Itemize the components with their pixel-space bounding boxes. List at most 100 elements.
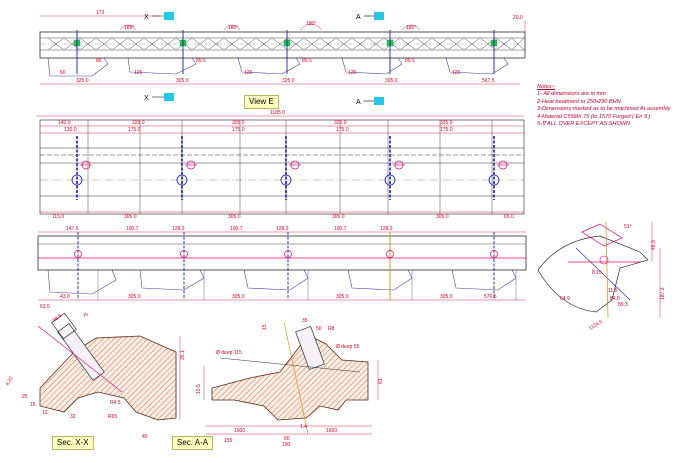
dim-text: 180° (406, 25, 416, 31)
bolt (71, 136, 92, 200)
dim-text: 84.0 (610, 296, 620, 302)
side-detail-outline (537, 235, 649, 313)
dim-text: 175.0 (336, 127, 349, 133)
dim-text: 15 (262, 324, 268, 330)
dim-text: 25 (22, 394, 28, 400)
section-aa-axis (283, 321, 309, 435)
top-view-outline (39, 31, 526, 59)
dim-text: Ø deep 115 (216, 350, 242, 356)
section-aa-hatched-body (211, 335, 369, 421)
side-detail-axis (575, 247, 631, 301)
dim-text: 46.3 (651, 240, 657, 250)
lug-outline (243, 269, 309, 291)
dim-text: 189° (124, 25, 134, 31)
dim-text: 8.15 (592, 270, 602, 276)
dim-text: 305.0 (232, 120, 245, 126)
dim-text: 305.0 (336, 294, 349, 300)
top-view-pins (76, 30, 495, 74)
lug-outline (47, 269, 117, 295)
dim-text: 12 (42, 410, 48, 416)
dim-text: 43.0 (60, 294, 70, 300)
dim-text: 63.5 (40, 304, 50, 310)
dim-text: 125 (348, 70, 357, 76)
dim-text: 125 (452, 70, 461, 76)
dim-text: 305.0 (436, 214, 449, 220)
svg-text:X: X (144, 95, 149, 102)
section-xx-axis (37, 325, 123, 393)
angle-arc (223, 24, 241, 31)
dim-text: 305.0 (440, 294, 453, 300)
section-marker-a-mid: A (356, 97, 384, 106)
pin (490, 232, 498, 300)
dim-text: 190 (282, 442, 291, 448)
dim-text: 325.0 (132, 120, 145, 126)
dim-text: 10.5 (196, 384, 202, 394)
dim-text: 305.0 (124, 214, 137, 220)
angle-arc (119, 24, 137, 31)
notes-title: Notes:- (537, 84, 556, 90)
lug-outline (139, 269, 205, 291)
side-detail-orange-axis (605, 221, 609, 319)
dim-text: 125 (244, 70, 253, 76)
note-item: 4-Material C55Mn 75 (to 1570 Forged ( En… (537, 113, 651, 120)
dim-text: 40 (142, 434, 148, 440)
dim-text: 175.0 (232, 127, 245, 133)
dim-text: 128.3 (380, 226, 393, 232)
dim-text: 305.0 (228, 214, 241, 220)
dim-text: 11.5 (608, 288, 618, 294)
section-xx: 35.1 88.5 75 R65 4.20 25 15 12 32 40 R4.… (5, 311, 186, 440)
dim-text: 305.0 (332, 214, 345, 220)
dim-text: 1.4 (300, 424, 307, 430)
dim-text: 86 (96, 58, 102, 64)
dim-text: R65 (108, 414, 117, 420)
note-item: 2-Heat treatment to 250•290 BHN (537, 98, 621, 105)
dim-text: R4.5 (110, 400, 121, 406)
dim-text: 305.0 (128, 294, 141, 300)
view-e-bolts (71, 136, 509, 200)
dim-text: 175.0 (128, 127, 141, 133)
note-item: 3-Dimensions marked as to be machined At… (537, 106, 671, 113)
dim-text: 180° (228, 25, 238, 31)
section-aa-bore-line (219, 357, 361, 373)
dim-text: R8 (328, 326, 335, 332)
section-marker-a-top: A (356, 12, 384, 21)
dim-text: 325.0 (440, 120, 453, 126)
dim-text: 190.7 (126, 226, 139, 232)
bolt (176, 136, 197, 200)
notes-block: Notes:- 1- All dimensions are in mm 2-He… (537, 84, 677, 128)
side-detail: 46.3 187.3 1124.5 11.5 84.0 89.3 64.9 8.… (537, 221, 666, 332)
lug-outline (341, 57, 403, 75)
front-view-outline (37, 235, 527, 271)
dim-text: 190.7 (230, 226, 243, 232)
dim-text: 125 (134, 70, 143, 76)
top-view-dim-lines (40, 15, 526, 85)
bolt (488, 136, 509, 200)
front-view: 147.5 190.7 128.3 190.7 128.3 190.7 128.… (37, 226, 527, 310)
front-view-lugs (47, 269, 517, 295)
section-arrow-icon (374, 12, 384, 20)
view-e: X A (36, 93, 525, 220)
dim-text: 35.1 (180, 350, 186, 360)
view-e-divisions (87, 120, 493, 214)
top-view-lattice-b (47, 37, 525, 51)
pin (386, 232, 394, 300)
front-view-divisions (97, 270, 517, 300)
section-xx-hatched-body (39, 335, 177, 421)
dim-text: 187.3 (660, 287, 666, 300)
side-detail-hole (599, 255, 609, 265)
section-arrow-icon (164, 12, 174, 20)
svg-text:A: A (356, 99, 361, 106)
dim-text: 1600 (234, 428, 245, 434)
top-view-lattice-a (47, 37, 525, 51)
section-arrow-icon (374, 97, 384, 105)
section-arrow-icon (164, 93, 174, 101)
dim-text: 75 (82, 311, 90, 319)
dim-text: 147.5 (66, 226, 79, 232)
dim-text: 130.0 (64, 127, 77, 133)
dim-text: 80 (284, 436, 290, 442)
dim-text: 1600 (326, 428, 337, 434)
dim-text: 15 (30, 402, 36, 408)
section-marker-x-mid: X (144, 93, 174, 102)
section-aa-bolt (295, 326, 325, 370)
